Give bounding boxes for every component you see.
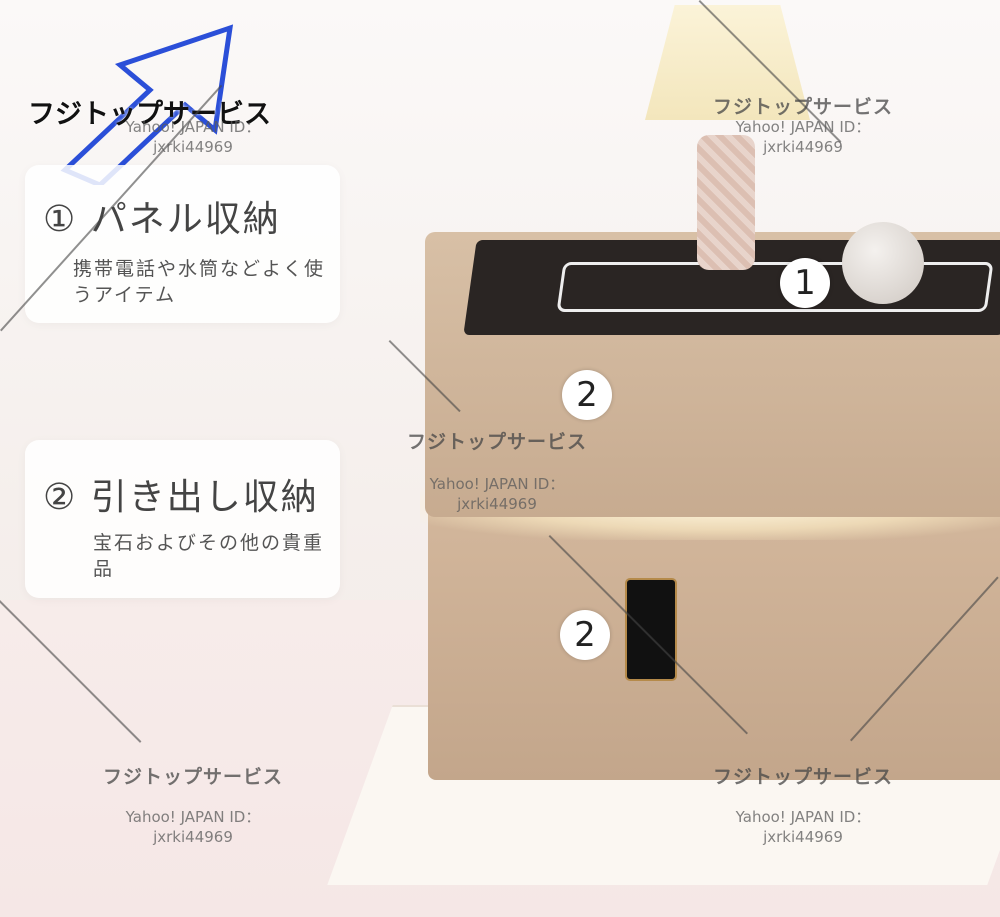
feature-desc: 携帯電話や水筒などよく使うアイテム — [73, 258, 326, 306]
watermark-logo: フジトップサービス — [406, 431, 587, 453]
marker-2: 2 — [562, 370, 612, 420]
watermark-id-value: jxrki44969 — [153, 828, 233, 846]
watermark-id-label: Yahoo! JAPAN ID： — [125, 808, 261, 826]
led-ring — [556, 262, 994, 312]
keypad-lock — [625, 578, 677, 681]
marker-1: 1 — [780, 258, 830, 308]
feature-title: ① パネル収納 — [43, 199, 281, 240]
nightstand-drawer — [428, 500, 1000, 780]
watermark-logo: フジトップサービス — [712, 766, 893, 788]
feature-desc: 宝石およびその他の貴重品 — [93, 532, 325, 580]
watermark-id-label: Yahoo! JAPAN ID： — [429, 475, 565, 493]
vase — [842, 222, 924, 304]
brand-logo: フジトップサービス — [28, 99, 271, 130]
watermark-id-value: jxrki44969 — [763, 138, 843, 156]
watermark-logo: フジトップサービス — [712, 96, 893, 118]
watermark-id-value: jxrki44969 — [763, 828, 843, 846]
watermark-id-value: jxrki44969 — [457, 495, 537, 513]
watermark-id-label: Yahoo! JAPAN ID： — [735, 808, 871, 826]
feature-card-panel: ① パネル収納 携帯電話や水筒などよく使うアイテム — [25, 165, 340, 323]
watermark-id-label: Yahoo! JAPAN ID： — [125, 118, 261, 136]
watermark-id-label: Yahoo! JAPAN ID： — [735, 118, 871, 136]
watermark-logo: フジトップサービス — [102, 766, 283, 788]
lamp-shade — [645, 5, 810, 120]
watermark: フジトップサービス Yahoo! JAPAN ID： jxrki44969 — [78, 767, 308, 847]
watermark: フジトップサービス Yahoo! JAPAN ID： jxrki44969 — [688, 767, 918, 847]
watermark-id-value: jxrki44969 — [153, 138, 233, 156]
feature-card-drawer: ② 引き出し収納 宝石およびその他の貴重品 — [25, 440, 340, 598]
marker-2-drawer: 2 — [560, 610, 610, 660]
feature-title: ② 引き出し収納 — [43, 477, 319, 518]
lamp-body — [697, 135, 755, 270]
watermark: フジトップサービス Yahoo! JAPAN ID： jxrki44969 — [382, 432, 612, 514]
